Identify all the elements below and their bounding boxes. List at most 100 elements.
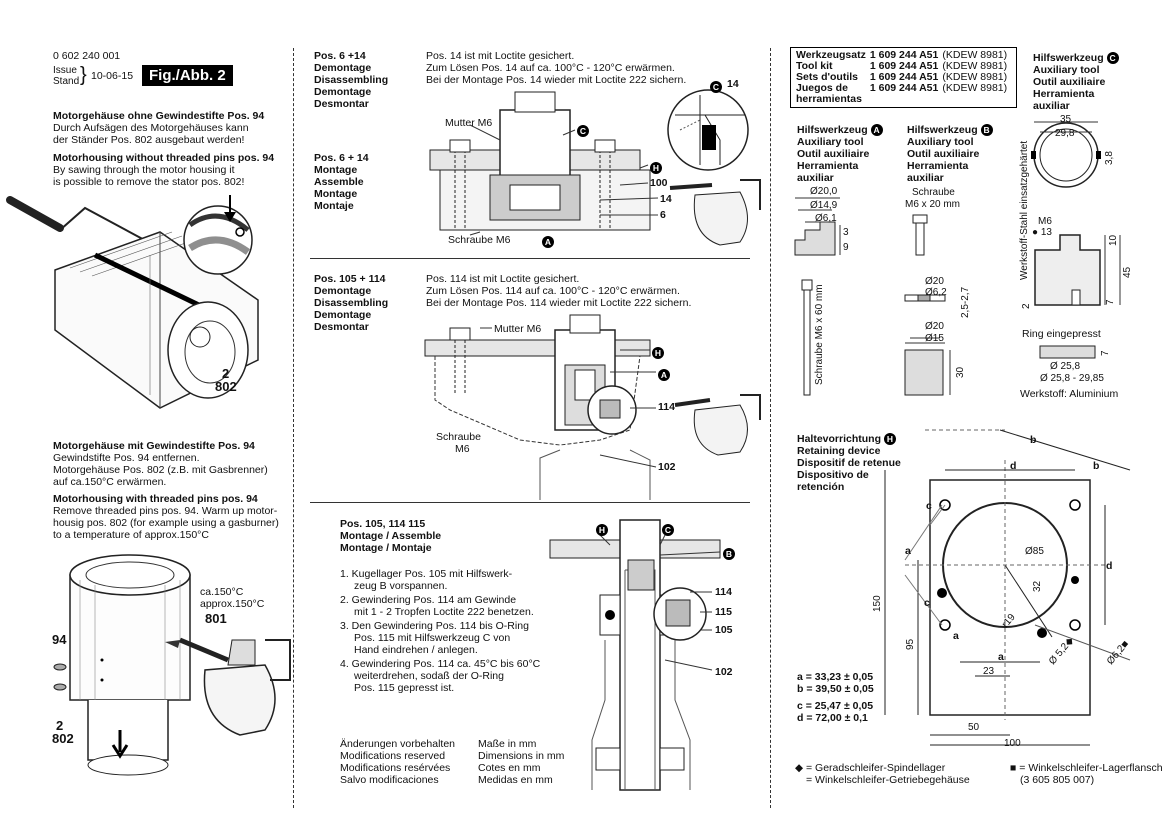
tool-a-dim-9: 9 — [843, 242, 849, 253]
tool-h-title: Haltevorrichtung H — [797, 433, 896, 446]
issue-label: Issue — [53, 65, 77, 76]
sec2-pos-102: 102 — [658, 461, 676, 473]
tool-c-line1: Auxiliary tool — [1033, 64, 1100, 76]
sec2-label-schraube: Schraube — [436, 431, 481, 443]
sec1-header-2: Demontage — [314, 62, 372, 74]
tool-a-dim-d149: Ø14,9 — [810, 200, 838, 211]
fig2-temp-de: ca.150°C — [200, 586, 244, 598]
sec2-assembly-drawing — [424, 314, 761, 500]
sec1-tool-h-badge: H — [650, 159, 662, 177]
sec3-step2-line2: mit 1 - 2 Tropfen Loctite 222 benetzen. — [354, 606, 534, 618]
footer-left-1: Änderungen vorbehalten — [340, 738, 456, 750]
tool-h-dim-c1: c — [926, 500, 932, 512]
tool-c-dim-13: ● 13 — [1032, 227, 1052, 238]
sec2-label-m6: M6 — [455, 443, 470, 455]
legend-square-2: (3 605 805 007) — [1020, 774, 1095, 786]
sec3-step4-line1: 4. Gewindering Pos. 114 ca. 45°C bis 60°… — [340, 658, 541, 670]
tool-h-dim-b2: b — [1093, 460, 1100, 472]
sec1-label-mutter: Mutter M6 — [445, 117, 493, 129]
tool-c-ring-label: Ring eingepresst — [1022, 328, 1101, 340]
footer-right-4: Medidas en mm — [478, 774, 553, 786]
tool-a-line2: Outil auxiliaire — [797, 148, 870, 160]
sec1-header-3: Disassembling — [314, 74, 389, 86]
sec3-tool-h-badge: H — [596, 521, 608, 539]
section1-text-de-1: Durch Aufsägen des Motorgehäuses kann — [53, 122, 249, 134]
fig2-pos-802: 802 — [52, 731, 74, 746]
footer-right-1: Maße in mm — [478, 738, 537, 750]
sec3-step3-line3: Hand eindrehen / anlegen. — [354, 644, 478, 656]
tool-h-dim-d85: Ø85 — [1025, 546, 1044, 557]
stand-label: Stand — [53, 76, 80, 87]
tool-c-material: Werkstoff: Aluminium — [1020, 388, 1119, 400]
sec3-step2-line1: 2. Gewindering Pos. 114 am Gewinde — [340, 594, 517, 606]
tool-c-line4: auxiliar — [1033, 100, 1070, 112]
fig2-temp-en: approx.150°C — [200, 598, 265, 610]
tool-h-dim-b1: b — [1030, 434, 1037, 446]
tool-h-line3: Dispositivo de — [797, 469, 869, 481]
heating-motor-housing-drawing — [53, 554, 291, 776]
sec1-pos-14: 14 — [660, 193, 672, 205]
sec2-header-5: Desmontar — [314, 321, 369, 333]
sec3-pos-105: 105 — [715, 624, 733, 636]
tool-h-dim-a2: a — [953, 630, 959, 642]
fig2-pos-94: 94 — [52, 632, 67, 647]
sec1-text-3: Bei der Montage Pos. 14 wieder mit Locti… — [426, 74, 687, 86]
fig2-pos-801: 801 — [205, 611, 227, 626]
sec1-text-1: Pos. 14 ist mit Loctite gesichert. — [426, 50, 575, 62]
tool-b-line1: Auxiliary tool — [907, 136, 974, 148]
section2-text-en-3: to a temperature of approx.150°C — [53, 529, 209, 541]
tool-h-dim-150: 150 — [872, 595, 883, 612]
sec3-step4-line3: Pos. 115 gepresst ist. — [354, 682, 455, 694]
sec2-header-3: Disassembling — [314, 297, 389, 309]
tool-c-dim-35: 35 — [1060, 114, 1072, 125]
tool-b-dim-d62: Ø6,2 — [925, 287, 947, 298]
sec3-header-3: Montage / Montaje — [340, 542, 432, 554]
tool-b-dim-d20b: Ø20 — [925, 321, 944, 332]
tool-b-line2: Outil auxiliaire — [907, 148, 980, 160]
sec3-step3-line1: 3. Den Gewindering Pos. 114 bis O-Ring — [340, 620, 529, 632]
tool-a-dim-d61: Ø6,1 — [815, 213, 837, 224]
tool-a-line1: Auxiliary tool — [797, 136, 864, 148]
sec2-text-1: Pos. 114 ist mit Loctite gesichert. — [426, 273, 580, 285]
tool-b-line4: auxiliar — [907, 172, 944, 184]
tool-c-ring-d1: Ø 25,8 — [1050, 361, 1081, 372]
sec3-step3-line2: Pos. 115 mit Hilfswerkzeug C von — [354, 632, 511, 644]
tool-h-line1: Retaining device — [797, 445, 881, 457]
sec2-tool-h-badge: H — [652, 344, 664, 362]
sec2-header-1: Pos. 105 + 114 — [314, 273, 386, 285]
sec3-pos-102: 102 — [715, 666, 733, 678]
inset-pos-14: 14 — [727, 78, 739, 90]
section1-text-en-2: is possible to remove the stator pos. 80… — [53, 176, 245, 188]
tool-c-title: Hilfswerkzeug C — [1033, 52, 1119, 65]
tool-a-dim-d20: Ø20,0 — [810, 186, 838, 197]
tool-c-dim-298: 29,8 — [1055, 128, 1075, 139]
sec2-label-mutter: Mutter M6 — [494, 323, 542, 335]
section2-text-de-1: Gewindstifte Pos. 94 entfernen. — [53, 452, 200, 464]
tool-c-line2: Outil auxiliaire — [1033, 76, 1106, 88]
tool-h-dim-a1: a — [905, 545, 911, 557]
sec3-pos-115: 115 — [715, 606, 732, 618]
sec3-header-1: Pos. 105, 114 115 — [340, 518, 426, 530]
tool-b-screw-2: M6 x 20 mm — [905, 199, 961, 210]
tool-b-dim-d20: Ø20 — [925, 276, 944, 287]
sec1-header-1: Pos. 6 +14 — [314, 50, 366, 62]
sec2-text-3: Bei der Montage Pos. 114 wieder mit Loct… — [426, 297, 692, 309]
sec1-header2-1: Pos. 6 + 14 — [314, 152, 369, 164]
section2-title-de: Motorgehäuse mit Gewindestifte Pos. 94 — [53, 440, 255, 452]
sec3-pos-114: 114 — [715, 586, 732, 598]
column-divider-1 — [293, 48, 294, 808]
fig2-pos-2: 2 — [56, 718, 64, 733]
sec3-tool-c-badge: C — [662, 521, 674, 539]
section1-title-en: Motorhousing without threaded pins pos. … — [53, 152, 275, 164]
sec1-pos-100: 100 — [650, 177, 668, 189]
tool-c-line3: Herramienta — [1033, 88, 1095, 100]
tool-h-dim-32: 32 — [1032, 580, 1043, 592]
doc-number: 0 602 240 001 — [53, 50, 121, 62]
tool-b-line3: Herramienta — [907, 160, 969, 172]
footer-right-3: Cotes en mm — [478, 762, 541, 774]
fig1-pos-802: 802 — [215, 379, 237, 394]
section2-text-de-3: auf ca.150°C erwärmen. — [53, 476, 167, 488]
tool-a-line4: auxiliar — [797, 172, 834, 184]
sec1-tool-a-badge: A — [542, 233, 554, 251]
